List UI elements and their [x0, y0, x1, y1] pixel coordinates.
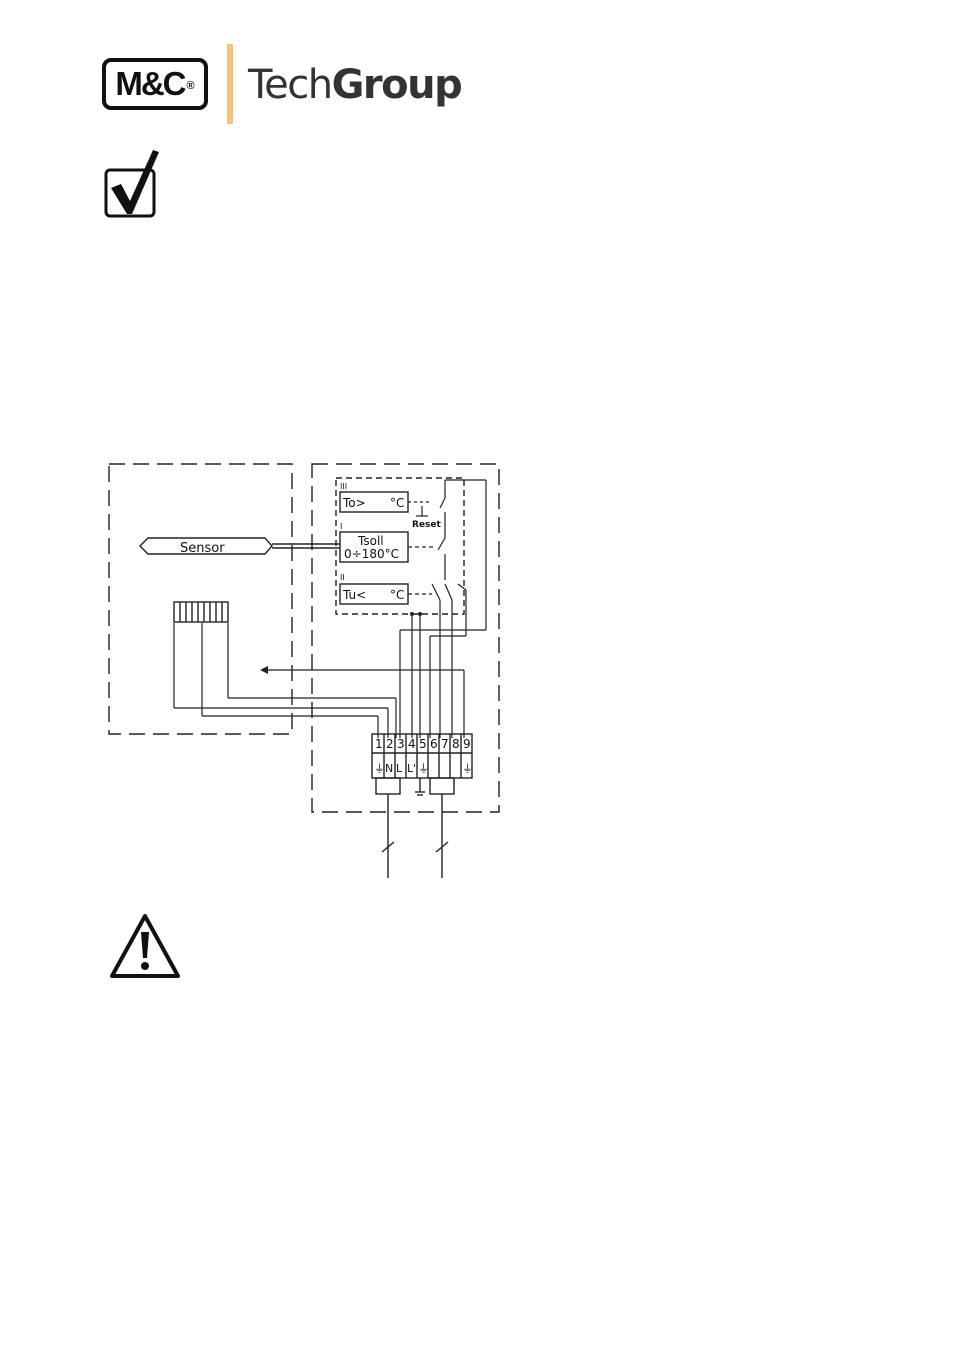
heater-element — [174, 602, 228, 622]
wordmark-group: Group — [332, 62, 462, 108]
setpoint-range: 0÷180°C — [344, 547, 399, 561]
overtemp-roman: III — [340, 482, 347, 491]
terminal-mark: ⏚ — [374, 762, 385, 775]
terminal-number-8: 8 — [452, 737, 460, 751]
terminal-mark: L' — [407, 762, 416, 775]
sensor-label: Sensor — [180, 541, 225, 556]
terminal-mark: ⏚ — [462, 762, 473, 775]
terminal-number-9: 9 — [463, 737, 471, 751]
cable-gland-left — [376, 778, 400, 794]
wiring-diagram: Sensor III To> °C Reset I Tsoll 0÷180°C … — [100, 458, 510, 880]
heated-line-enclosure — [109, 464, 292, 734]
terminal-number-6: 6 — [430, 737, 438, 751]
terminal-number-1: 1 — [375, 737, 383, 751]
techgroup-wordmark: TechGroup — [248, 62, 461, 108]
setpoint-label: Tsoll — [357, 534, 384, 548]
overtemp-unit: °C — [390, 496, 404, 510]
cable-gland-right — [430, 778, 454, 794]
overtemp-label: To> — [342, 496, 366, 510]
reset-label: Reset — [412, 520, 441, 530]
terminal-number-3: 3 — [397, 737, 405, 751]
mc-techgroup-logo: M&C® TechGroup — [102, 44, 462, 126]
terminal-number-2: 2 — [386, 737, 394, 751]
mc-logo-text: M&C® — [115, 65, 194, 103]
terminal-number-7: 7 — [441, 737, 449, 751]
logo-divider-bar — [227, 44, 233, 124]
terminal-number-5: 5 — [419, 737, 427, 751]
wordmark-tech: Tech — [248, 62, 332, 108]
terminal-mark: ⏚ — [418, 762, 429, 775]
warning-triangle-icon — [108, 912, 182, 980]
terminal-number-4: 4 — [408, 737, 416, 751]
undertemp-roman: II — [340, 573, 345, 582]
checkbox-checked-icon — [103, 146, 165, 220]
mc-logo-badge: M&C® — [102, 58, 208, 110]
registered-mark: ® — [187, 80, 195, 92]
setpoint-roman: I — [340, 522, 342, 531]
mc-logo-letters: M&C — [115, 65, 184, 102]
terminal-mark: L — [396, 762, 403, 775]
terminal-mark: N — [385, 762, 393, 775]
undertemp-unit: °C — [390, 588, 404, 602]
sensor-probe — [140, 538, 340, 554]
undertemp-label: Tu< — [342, 588, 366, 602]
